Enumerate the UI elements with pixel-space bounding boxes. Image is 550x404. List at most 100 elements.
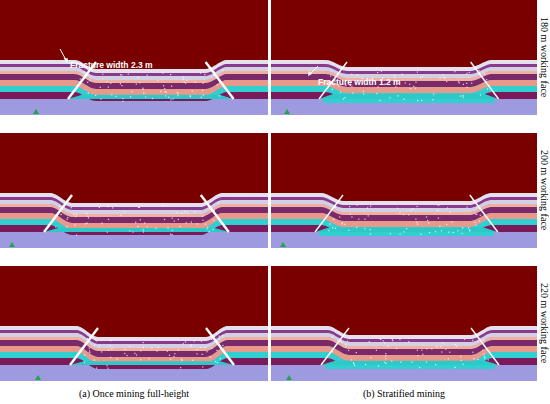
crack-dot: [399, 212, 400, 213]
crack-dot: [420, 234, 421, 235]
floor-stratum: [0, 133, 268, 248]
fracture-line: [206, 328, 234, 365]
crack-dot: [100, 99, 101, 100]
crack-dot: [167, 228, 168, 229]
crack-dot: [131, 91, 132, 92]
crack-dot: [213, 71, 214, 72]
crack-dot: [370, 229, 371, 230]
crack-dot: [124, 353, 125, 354]
crack-dot: [212, 210, 213, 211]
rock-stratum: [0, 86, 268, 101]
crack-dot: [438, 217, 439, 218]
crack-dot: [177, 212, 178, 213]
lower-slice: [325, 365, 495, 369]
crack-dot: [138, 77, 139, 78]
crack-dot: [348, 350, 349, 351]
crack-dot: [483, 340, 484, 341]
rock-stratum: [0, 92, 268, 101]
crack-dot: [449, 352, 450, 353]
crack-dot: [377, 72, 378, 73]
crack-dot: [408, 214, 409, 215]
crack-dot: [142, 88, 143, 89]
crack-dot: [185, 83, 186, 84]
crack-dot: [192, 91, 193, 92]
crack-dot: [450, 212, 451, 213]
crack-dot: [330, 76, 331, 77]
crack-dot: [403, 231, 404, 232]
crack-dot: [351, 359, 352, 360]
crack-dot: [454, 71, 455, 72]
crack-dot: [422, 354, 423, 355]
crack-dot: [169, 355, 170, 356]
crack-dot: [99, 346, 100, 347]
crack-dot: [214, 210, 215, 211]
crack-dot: [99, 207, 100, 208]
crack-dot: [168, 97, 169, 98]
crack-dot: [156, 350, 157, 351]
crack-dot: [134, 353, 135, 354]
crack-dot: [87, 338, 88, 339]
fracture-line: [206, 62, 234, 99]
crack-dot: [222, 345, 223, 346]
crack-dot: [376, 93, 377, 94]
crack-dot: [472, 352, 473, 353]
crack-dot: [384, 342, 385, 343]
overburden: [0, 0, 268, 69]
crack-dot: [412, 208, 413, 209]
crack-dot: [404, 99, 405, 100]
crack-dot: [121, 85, 122, 86]
crack-dot: [181, 213, 182, 214]
crack-dot: [66, 226, 67, 227]
crack-dot: [396, 348, 397, 349]
crack-dot: [100, 87, 101, 88]
crack-dot: [345, 344, 346, 345]
crack-dot: [149, 358, 150, 359]
crack-dot: [184, 82, 185, 83]
arrow-head: [308, 71, 312, 76]
crack-dot: [84, 362, 85, 363]
crack-dot: [143, 93, 144, 94]
crack-dot: [437, 204, 438, 205]
crack-dot: [426, 348, 427, 349]
crack-dot: [346, 346, 347, 347]
crack-dot: [182, 360, 183, 361]
crack-dot: [464, 339, 465, 340]
crack-dot: [462, 227, 463, 228]
crack-dot: [217, 84, 218, 85]
crack-dot: [197, 223, 198, 224]
monitor-marker: [284, 109, 290, 114]
crack-dot: [124, 211, 125, 212]
crack-dot: [129, 230, 130, 231]
rock-stratum: [0, 358, 268, 369]
crack-dot: [140, 359, 141, 360]
crack-dot: [184, 211, 185, 212]
crack-dot: [74, 224, 75, 225]
overburden: [0, 133, 268, 203]
fracture-line: [70, 328, 98, 365]
rock-stratum: [271, 352, 537, 367]
crack-dot: [163, 85, 164, 86]
crack-dot: [442, 74, 443, 75]
crack-dot: [124, 349, 125, 350]
crack-dot: [415, 219, 416, 220]
crack-dot: [439, 78, 440, 79]
crack-dot: [145, 97, 146, 98]
crack-dot: [191, 345, 192, 346]
crack-dot: [400, 233, 401, 234]
crack-dot: [399, 339, 400, 340]
crack-dot: [334, 205, 335, 206]
crack-dot: [417, 355, 418, 356]
crack-dot: [440, 346, 441, 347]
crack-dot: [122, 98, 123, 99]
crack-dot: [86, 223, 87, 224]
crack-dot: [402, 74, 403, 75]
panel-caption: (a) Once mining full-height: [79, 389, 189, 399]
lower-slice: [319, 232, 494, 236]
crack-dot: [110, 357, 111, 358]
crack-dot: [89, 80, 90, 81]
crack-dot: [190, 345, 191, 346]
crack-dot: [421, 100, 422, 101]
crack-dot: [115, 96, 116, 97]
crack-dot: [218, 201, 219, 202]
crack-dot: [343, 98, 344, 99]
